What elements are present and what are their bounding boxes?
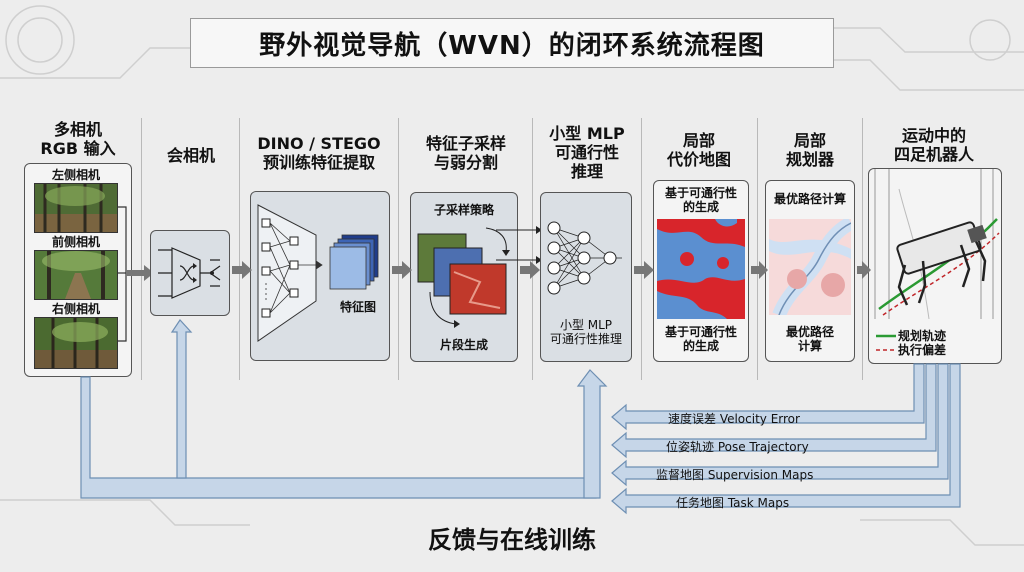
costmap-image [657,219,745,319]
feedback-supervision-maps: 监督地图 Supervision Maps [656,468,814,482]
divider [141,118,142,380]
footer-caption: 反馈与在线训练 [428,526,596,554]
segmentation-icon [417,227,510,328]
stage-header-merge: 会相机 [166,146,215,165]
quadruped-robot-image [874,169,1000,319]
planner-top-label: 最优路径计算 [773,192,846,206]
sampling-strategy-label: 子采样策略 [433,203,494,217]
mlp-bottom-label: 小型 MLP 可通行性推理 [549,318,622,346]
camera-label-right: 右侧相机 [51,302,100,316]
planner-image [769,219,851,315]
mlp-network-icon [547,221,622,295]
feedback-pose-trajectory: 位姿轨迹 Pose Trajectory [666,440,809,454]
stage-header-sampling: 特征子采样 与弱分割 [425,134,506,172]
costmap-top-label: 基于可通行性 的生成 [664,186,737,214]
stage-header-backbone: DINO / STEGO 预训练特征提取 [257,134,381,172]
network-icon [257,204,379,342]
stage-header-cameras: 多相机 RGB 输入 [40,120,116,158]
right-camera-image [34,317,118,369]
sampling-arrows [496,226,542,264]
divider [239,118,240,380]
stage-header-costmap: 局部 代价地图 [666,131,731,169]
page-title: 野外视觉导航（WVN）的闭环系统流程图 [190,18,834,68]
camera-bracket [118,206,154,342]
legend-plan-label: 规划轨迹 [898,329,947,343]
camera-label-left: 左侧相机 [51,168,100,182]
divider [862,118,863,380]
divider [757,118,758,380]
costmap-bottom-label: 基于可通行性 的生成 [664,325,737,353]
legend-exec-label: 执行偏差 [898,343,947,357]
featmap-label: 特征图 [339,300,376,314]
divider [398,118,399,380]
stage-header-mlp: 小型 MLP 可通行性 推理 [549,124,625,181]
planner-bottom-label: 最优路径 计算 [785,325,834,353]
switch-icon [158,247,221,299]
legend-swatches [876,334,896,351]
segment-gen-label: 片段生成 [439,338,488,352]
stage-header-robot: 运动中的 四足机器人 [893,126,974,164]
feedback-velocity-error: 速度误差 Velocity Error [668,412,800,426]
left-camera-image [34,183,118,233]
camera-label-front: 前侧相机 [51,235,100,249]
feedback-task-maps: 任务地图 Task Maps [676,496,790,510]
stage-header-planner: 局部 规划器 [785,131,834,169]
front-camera-image [34,250,118,300]
divider [532,118,533,380]
divider [641,118,642,380]
